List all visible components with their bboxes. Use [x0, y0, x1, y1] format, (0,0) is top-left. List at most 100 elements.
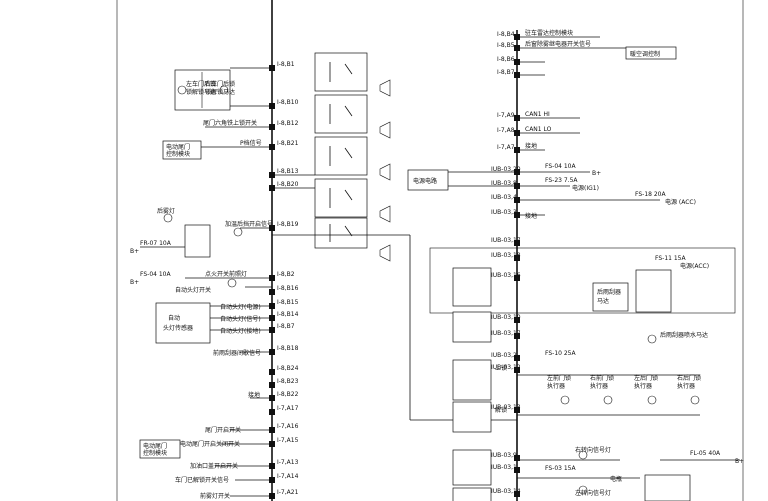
left-pin-dot: [269, 382, 275, 388]
right-pin-label: I-8,B6: [497, 56, 515, 63]
auto-lamp-ground-label: 自动头灯(接地): [220, 327, 261, 335]
rear-wiper-relay-box: [635, 269, 672, 313]
left-pin-dot: [269, 289, 275, 295]
remote-door-switch-label: 电动尾门开启关闭开关: [180, 440, 240, 448]
left-pin-label: I-8,B19: [277, 221, 299, 228]
iub-lower-pin-label: IUB-03,2: [491, 352, 517, 359]
iub-lower-pin-label: IUB-03,18: [491, 252, 521, 259]
power-circuit-box: [407, 169, 449, 191]
can-pin-label: I-7,A7: [497, 144, 515, 151]
left-pin-label: I-8,B16: [277, 285, 299, 292]
fuse-label: FS-23 7.5A: [545, 177, 578, 184]
power-door-module-label: 电动尾门: [143, 442, 167, 450]
left-pin-label: I-8,B24: [277, 365, 299, 372]
washer-motor-icon: [647, 334, 657, 344]
left-pin-group: I-8,B1I-8,B10I-8,B12I-8,B21I-8,B13I-8,B2…: [269, 61, 299, 499]
auto-headlamp-sensor-label: 自动: [168, 314, 180, 322]
left-pin-label: I-8,B10: [277, 99, 299, 106]
right-pin-label: I-8,B5: [497, 42, 515, 49]
rear-door-lock-motor-label: 右车门后锁: [205, 80, 235, 88]
left-turn-lamp-label: 左转向信号灯: [575, 489, 611, 497]
lock-relay-box: [452, 359, 492, 401]
left-pin-label: I-7,A15: [277, 437, 299, 444]
ground-label: 接地: [248, 391, 260, 399]
turn-module-box: [644, 474, 691, 501]
trunk-lamp-label: 电瓶: [610, 475, 622, 483]
rear-door-lock-motor-label-2: 锁解锁马达: [205, 88, 235, 96]
rear-wiper-motor-label-2: 马达: [597, 297, 609, 305]
iub-lower-pin-dot: [514, 367, 520, 373]
auto-headlamp-switch-label: 自动头灯开关: [175, 286, 211, 294]
iub-lower-group: IUB-03,17IUB-03,18IUB-03,16IUB-03,10IUB-…: [491, 237, 521, 497]
b-plus-label: B+: [592, 170, 601, 177]
actuator-label-2: 执行器: [590, 382, 608, 390]
relay-blocks-left: [314, 52, 391, 262]
front-door-lock-motor-label-2: 锁解锁马达: [186, 88, 216, 96]
iub-pin-label: IUB-03,20: [491, 166, 521, 173]
auto-headlamp-sensor-label-2: 头灯传感器: [163, 324, 193, 332]
left-pin-label: I-7,A17: [277, 405, 299, 412]
iub-lower-pin-dot: [514, 317, 520, 323]
auto-lamp-signal-label: 自动头灯(信号): [220, 315, 261, 323]
front-washer-label: 前雨刮器间歇信号: [213, 349, 261, 357]
lamp-icon: [233, 227, 243, 237]
power-acc-label: 电源 (ACC): [665, 198, 696, 206]
iub-pin-label: IUB-03,4: [491, 194, 517, 201]
iub-pin-dot: [514, 183, 520, 189]
auto-lamp-power-label: 自动头灯(电源): [220, 303, 261, 311]
rear-wiper-motor-box: [592, 282, 629, 312]
actuator-label: 左后门锁: [634, 374, 658, 382]
iub-lower-pin-label: IUB-03,9: [491, 452, 517, 459]
iub-lower-pin-label: IUB-03,17: [491, 237, 521, 244]
iub-pin-dot: [514, 169, 520, 175]
can-pin-dot: [514, 147, 520, 153]
acc-power-label: 电源(ACC): [680, 262, 709, 270]
rear-washer-motor-label: 后雨刮器喷水马达: [660, 331, 708, 339]
right-pin-desc: 后窗除雾继电器开关信号: [525, 40, 591, 48]
auto-headlamp-sensor-box: [155, 302, 211, 344]
fuse-s03-label: FS-03 15A: [545, 465, 576, 472]
iub-lower-pin-label: IUB-03,13: [491, 404, 521, 411]
right-pin-label: I-8,B4: [497, 31, 515, 38]
actuator-motor-icon: [560, 395, 570, 405]
headlamp-switch-label: 点火开关前照灯: [205, 270, 247, 278]
washer-relay-box: [452, 311, 492, 343]
lock-label: 上锁: [495, 364, 507, 372]
trunk-switch-label: 尾门六角铁上锁开关: [203, 119, 257, 127]
left-pin-label: I-7,A21: [277, 489, 299, 496]
fuse-s11-label: FS-11 15A: [655, 255, 686, 262]
actuator-label: 右后门锁: [677, 374, 701, 382]
p-signal-label: P档信号: [240, 139, 262, 147]
left-pin-label: I-8,B20: [277, 181, 299, 188]
left-pin-dot: [269, 409, 275, 415]
iub-lower-pin-label: IUB-03,16: [491, 272, 521, 279]
door-switch-label: 尾门开启开关: [205, 426, 241, 434]
iub-lower-pin-dot: [514, 240, 520, 246]
right-turn-lamp-icon: [578, 450, 588, 460]
auto-door-module-label: 电动尾门: [166, 143, 190, 151]
power-door-module-label-2: 控制模块: [143, 449, 167, 457]
can-pin-dot: [514, 130, 520, 136]
b-plus-label: B+: [130, 248, 139, 255]
fuse-r07-label: FR-07 10A: [140, 240, 172, 247]
left-wires: [140, 67, 517, 497]
backup-lamp-icon: [163, 213, 173, 223]
iub-lower-pin-label: IUB-03,12: [491, 364, 521, 371]
left-turn-lamp-icon: [578, 485, 588, 495]
left-pin-label: I-8,B12: [277, 120, 299, 127]
left-pin-label: I-8,B7: [277, 323, 295, 330]
door-lock-signal-label: 车门已解锁开关信号: [175, 476, 229, 484]
power-circuit-label: 电源电路: [413, 177, 437, 185]
iub-lower-pin-label: IUB-03,14: [491, 488, 521, 495]
left-pin-label: I-8,B21: [277, 140, 299, 147]
unlock-label: 解锁: [495, 406, 507, 414]
left-pin-label: I-8,B15: [277, 299, 299, 306]
turn-relay-box-2: [452, 487, 492, 501]
iub-lower-pin-dot: [514, 355, 520, 361]
iub-pin-dot: [514, 212, 520, 218]
actuator-label-2: 执行器: [547, 382, 565, 390]
b-plus-label-2: B+: [130, 279, 139, 286]
left-pin-label: I-8,B2: [277, 271, 295, 278]
left-pin-label: I-7,A14: [277, 473, 299, 480]
